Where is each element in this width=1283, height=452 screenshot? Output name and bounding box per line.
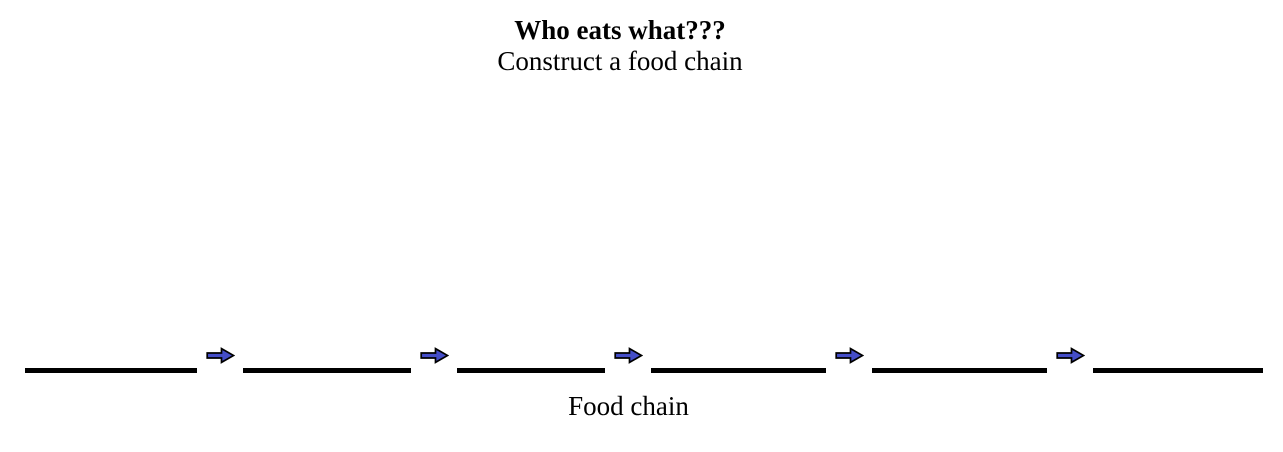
- page-header: Who eats what??? Construct a food chain: [0, 15, 1240, 77]
- right-arrow-icon-4: [834, 347, 864, 364]
- right-arrow-icon-5: [1055, 347, 1085, 364]
- right-arrow-icon-2: [419, 347, 449, 364]
- page-subtitle: Construct a food chain: [497, 46, 743, 76]
- right-arrow-icon-3: [613, 347, 643, 364]
- food-chain-row: [25, 345, 1263, 373]
- right-arrow-icon-1: [205, 347, 235, 364]
- page-title: Who eats what???: [514, 15, 726, 45]
- food-chain-blank-2[interactable]: [243, 368, 411, 373]
- food-chain-blank-5[interactable]: [872, 368, 1047, 373]
- food-chain-blank-3[interactable]: [457, 368, 605, 373]
- food-chain-caption: Food chain: [568, 391, 689, 421]
- food-chain-blank-6[interactable]: [1093, 368, 1263, 373]
- food-chain-blank-1[interactable]: [25, 368, 197, 373]
- food-chain-blank-4[interactable]: [651, 368, 826, 373]
